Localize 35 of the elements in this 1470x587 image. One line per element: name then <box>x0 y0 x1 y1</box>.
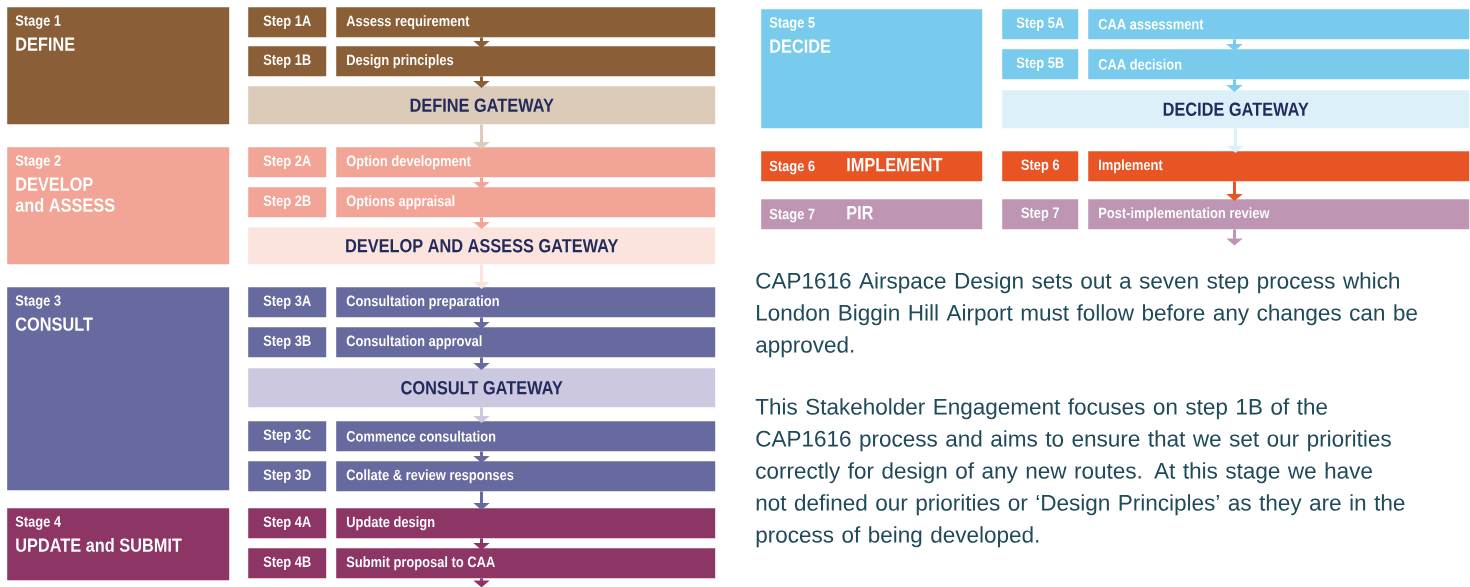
step-box: Commence consultation <box>336 421 716 452</box>
paragraph: This Stakeholder Engagement focuses on step 1B of the CAP1616 process and aims to ensure that we set our priorities correctly for design of any new routes. At this stage we have not defined our priorities or ‘Design Principles’ as they are in the process of being developed. <box>755 398 1405 548</box>
step-label-box: Step 3D <box>248 461 327 492</box>
step-box: Assess requirement <box>336 7 716 38</box>
step-label-box: Step 3A <box>248 287 327 318</box>
stage-box: Stage 5 DECIDE <box>761 9 983 129</box>
gateway-box: CONSULT GATEWAY <box>248 368 716 408</box>
stage-box: Stage 2 DEVELOP and ASSESS <box>7 147 230 265</box>
stage-box: Stage 3 CONSULT <box>7 287 230 491</box>
step-label-box: Step 6 <box>1002 151 1079 182</box>
step-label-box: Step 2A <box>248 147 327 178</box>
step-box: Option development <box>336 147 716 178</box>
step-label-box: Step 4A <box>248 508 327 539</box>
step-box: Consultation preparation <box>336 287 716 318</box>
stage-box: Stage 4 UPDATE and SUBMIT <box>7 508 230 581</box>
paragraph: CAP1616 Airspace Design sets out a seven step process which London Biggin Hill Airport must follow before any changes can be approved. <box>756 272 1417 358</box>
step-box: Implement <box>1088 151 1470 182</box>
step-label-box: Step 1A <box>248 7 327 38</box>
step-label-box: Step 3B <box>248 327 327 358</box>
stage-box: Stage 6 IMPLEMENT <box>761 151 983 182</box>
step-label-box: Step 5B <box>1002 49 1079 80</box>
step-box: CAA assessment <box>1088 9 1470 40</box>
step-box: Update design <box>336 508 716 539</box>
step-label-box: Step 4B <box>248 548 327 579</box>
step-label-box: Step 7 <box>1002 199 1079 230</box>
gateway-box: DEVELOP AND ASSESS GATEWAY <box>248 227 716 265</box>
gateway-box: DECIDE GATEWAY <box>1002 90 1470 129</box>
step-label-box: Step 1B <box>248 46 327 77</box>
step-label-box: Step 2B <box>248 187 327 218</box>
step-box: Post-implementation review <box>1088 199 1470 230</box>
gateway-box: DEFINE GATEWAY <box>248 86 716 125</box>
step-label-box: Step 5A <box>1002 9 1079 40</box>
step-label-box: Step 3C <box>248 421 327 452</box>
stage-box: Stage 1 DEFINE <box>7 7 230 125</box>
stage-box: Stage 7 PIR <box>761 199 983 230</box>
